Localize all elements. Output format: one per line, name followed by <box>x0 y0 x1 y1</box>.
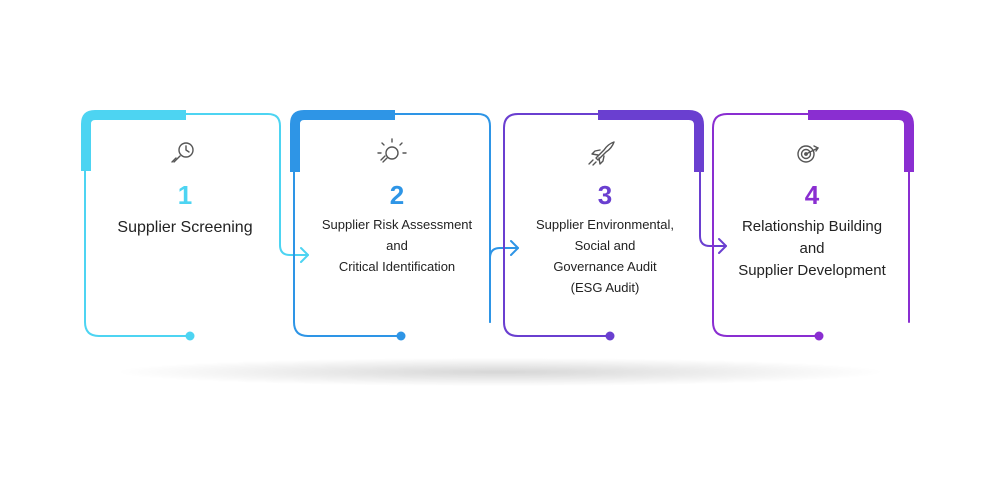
step-3-top-band <box>598 110 704 172</box>
step-2-end-dot <box>396 331 406 341</box>
search-time-icon <box>171 142 194 163</box>
connector-2-3 <box>489 240 519 323</box>
step-4-label: Relationship Building and Supplier Devel… <box>707 216 917 282</box>
step-4-label-line: Supplier Development <box>738 262 886 279</box>
step-1-label-line: Supplier Screening <box>117 219 253 236</box>
step-3: 3 Supplier Environmental, Social and Gov… <box>500 0 710 500</box>
step-3-label-line: (ESG Audit) <box>570 280 640 295</box>
floor-shadow <box>120 358 880 386</box>
rocket-icon <box>588 141 615 166</box>
step-4-end-dot <box>814 331 824 341</box>
step-2-label: Supplier Risk Assessment and Critical Id… <box>292 214 502 277</box>
step-4-label-line: and <box>799 240 825 257</box>
step-3-end-dot <box>605 331 615 341</box>
step-1: 1 Supplier Screening <box>80 0 290 500</box>
step-4-label-line: Relationship Building <box>741 218 883 235</box>
step-2-label-line: Supplier Risk Assessment <box>321 217 473 232</box>
step-4: 4 Relationship Building and Supplier Dev… <box>707 0 917 500</box>
target-icon <box>797 145 819 163</box>
step-4-top-band <box>808 110 914 172</box>
step-2-number: 2 <box>389 180 405 210</box>
step-3-label-line: Social and <box>574 238 636 253</box>
step-2: 2 Supplier Risk Assessment and Critical … <box>292 0 502 500</box>
step-3-label: Supplier Environmental, Social and Gover… <box>500 214 710 298</box>
step-1-top-band <box>81 110 186 171</box>
step-1-number: 1 <box>177 180 193 210</box>
step-1-label: Supplier Screening <box>80 217 290 239</box>
step-4-number: 4 <box>804 180 820 210</box>
step-3-label-line: Supplier Environmental, <box>535 217 675 232</box>
step-2-top-band <box>290 110 395 172</box>
step-2-label-line: Critical Identification <box>338 259 456 274</box>
step-3-label-line: Governance Audit <box>553 259 657 274</box>
step-1-end-dot <box>185 331 195 341</box>
step-3-number: 3 <box>597 180 613 210</box>
step-2-label-line: and <box>386 238 408 253</box>
lightbulb-icon <box>377 138 407 163</box>
